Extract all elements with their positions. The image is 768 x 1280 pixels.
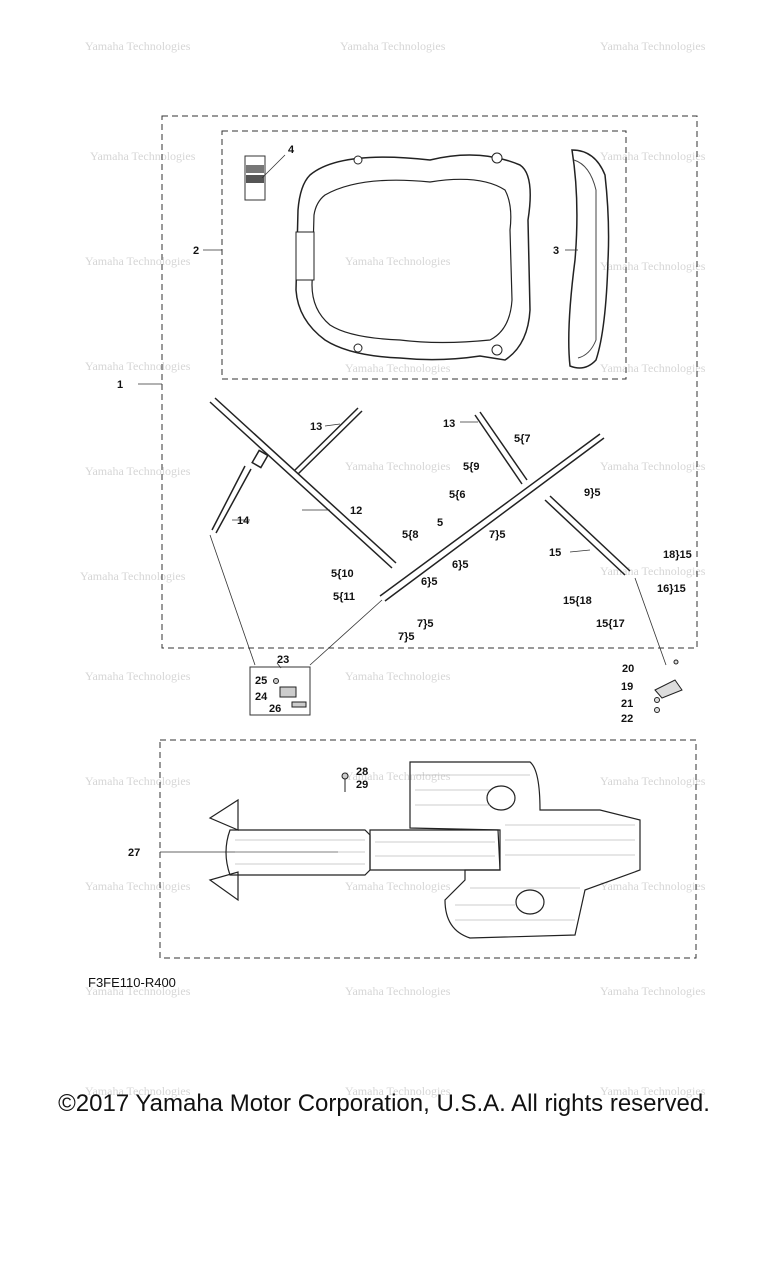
canopy-frame-part-2	[295, 152, 531, 361]
label-5-10: 5{10	[331, 568, 354, 580]
watermark: Yamaha Technologies	[85, 254, 191, 268]
hardware-parts	[273, 678, 307, 708]
label-14: 14	[237, 515, 250, 527]
watermark: Yamaha Technologies	[600, 459, 706, 473]
label-3: 3	[553, 245, 559, 257]
label-5-6: 5{6	[449, 489, 466, 501]
label-15-17: 15{17	[596, 618, 625, 630]
label-18-15: 18}15	[663, 549, 692, 561]
watermark: Yamaha Technologies	[600, 259, 706, 273]
group-box-part-27	[159, 739, 697, 959]
label-21: 21	[621, 698, 633, 710]
label-16-15: 16}15	[657, 583, 686, 595]
watermark: Yamaha Technologies	[85, 984, 191, 998]
label-12: 12	[350, 505, 362, 517]
frame-tubes	[209, 397, 631, 602]
watermark: Yamaha Technologies	[85, 359, 191, 373]
label-4: 4	[288, 144, 295, 156]
watermark: Yamaha Technologies	[345, 984, 451, 998]
group-box-part-2	[221, 130, 627, 380]
deck-mat-part-27	[208, 761, 641, 939]
hardware-box-part-23	[249, 666, 311, 716]
watermark: Yamaha Technologies	[345, 361, 451, 375]
diagram-code: F3FE110-R400	[88, 975, 176, 990]
label-1: 1	[117, 379, 123, 391]
watermark: Yamaha Technologies	[345, 879, 451, 893]
watermark: Yamaha Technologies	[345, 669, 451, 683]
label-9-5: 9}5	[584, 487, 601, 499]
label-27: 27	[128, 847, 140, 859]
watermark-layer: Yamaha Technologies Yamaha Technologies …	[80, 39, 706, 1098]
sticker-part-4	[244, 155, 266, 201]
watermark: Yamaha Technologies	[85, 879, 191, 893]
watermark: Yamaha Technologies	[80, 569, 186, 583]
watermark: Yamaha Technologies	[600, 361, 706, 375]
bracket-parts-19-22	[654, 659, 683, 713]
watermark: Yamaha Technologies	[85, 464, 191, 478]
copyright-notice: ©2017 Yamaha Motor Corporation, U.S.A. A…	[58, 1090, 710, 1117]
label-5-8: 5{8	[402, 529, 419, 541]
watermark: Yamaha Technologies	[340, 39, 446, 53]
label-24: 24	[255, 691, 268, 703]
label-5-7: 5{7	[514, 433, 531, 445]
label-15: 15	[549, 547, 561, 559]
watermark: Yamaha Technologies	[345, 459, 451, 473]
label-5-11: 5{11	[333, 591, 355, 603]
watermark: Yamaha Technologies	[600, 984, 706, 998]
label-6-5-lower: 6}5	[421, 576, 438, 588]
side-panel-part-3	[568, 149, 610, 369]
fasteners-28-29	[341, 772, 349, 792]
label-22: 22	[621, 713, 633, 725]
label-7-5-mid: 7}5	[417, 618, 434, 630]
label-6-5-upper: 6}5	[452, 559, 469, 571]
watermark: Yamaha Technologies	[90, 149, 196, 163]
watermark: Yamaha Technologies	[600, 149, 706, 163]
label-7-5-lower: 7}5	[398, 631, 415, 643]
watermark: Yamaha Technologies	[85, 1084, 191, 1098]
label-28: 28	[356, 766, 368, 778]
watermark: Yamaha Technologies	[600, 39, 706, 53]
watermark: Yamaha Technologies	[600, 774, 706, 788]
label-25: 25	[255, 675, 267, 687]
label-5-9: 5{9	[463, 461, 480, 473]
label-23: 23	[277, 654, 289, 666]
label-19: 19	[621, 681, 633, 693]
watermark: Yamaha Technologies	[345, 1084, 451, 1098]
label-29: 29	[356, 779, 368, 791]
watermark: Yamaha Technologies	[345, 254, 451, 268]
label-20: 20	[622, 663, 634, 675]
watermark: Yamaha Technologies	[600, 1084, 706, 1098]
label-7-5-upper: 7}5	[489, 529, 506, 541]
group-box-part-1	[161, 115, 698, 649]
label-2: 2	[193, 245, 199, 257]
label-13-left: 13	[310, 421, 322, 433]
watermark: Yamaha Technologies	[85, 669, 191, 683]
watermark: Yamaha Technologies	[85, 774, 191, 788]
part-labels: 1 2 3 4 13 13 5{7 5{9 5{6 9}5 12 14 7}5 …	[117, 144, 692, 859]
label-5: 5	[437, 517, 443, 529]
watermark: Yamaha Technologies	[85, 39, 191, 53]
watermark: Yamaha Technologies	[345, 769, 451, 783]
label-26: 26	[269, 703, 281, 715]
label-15-18: 15{18	[563, 595, 592, 607]
watermark: Yamaha Technologies	[600, 879, 706, 893]
label-13-right: 13	[443, 418, 455, 430]
